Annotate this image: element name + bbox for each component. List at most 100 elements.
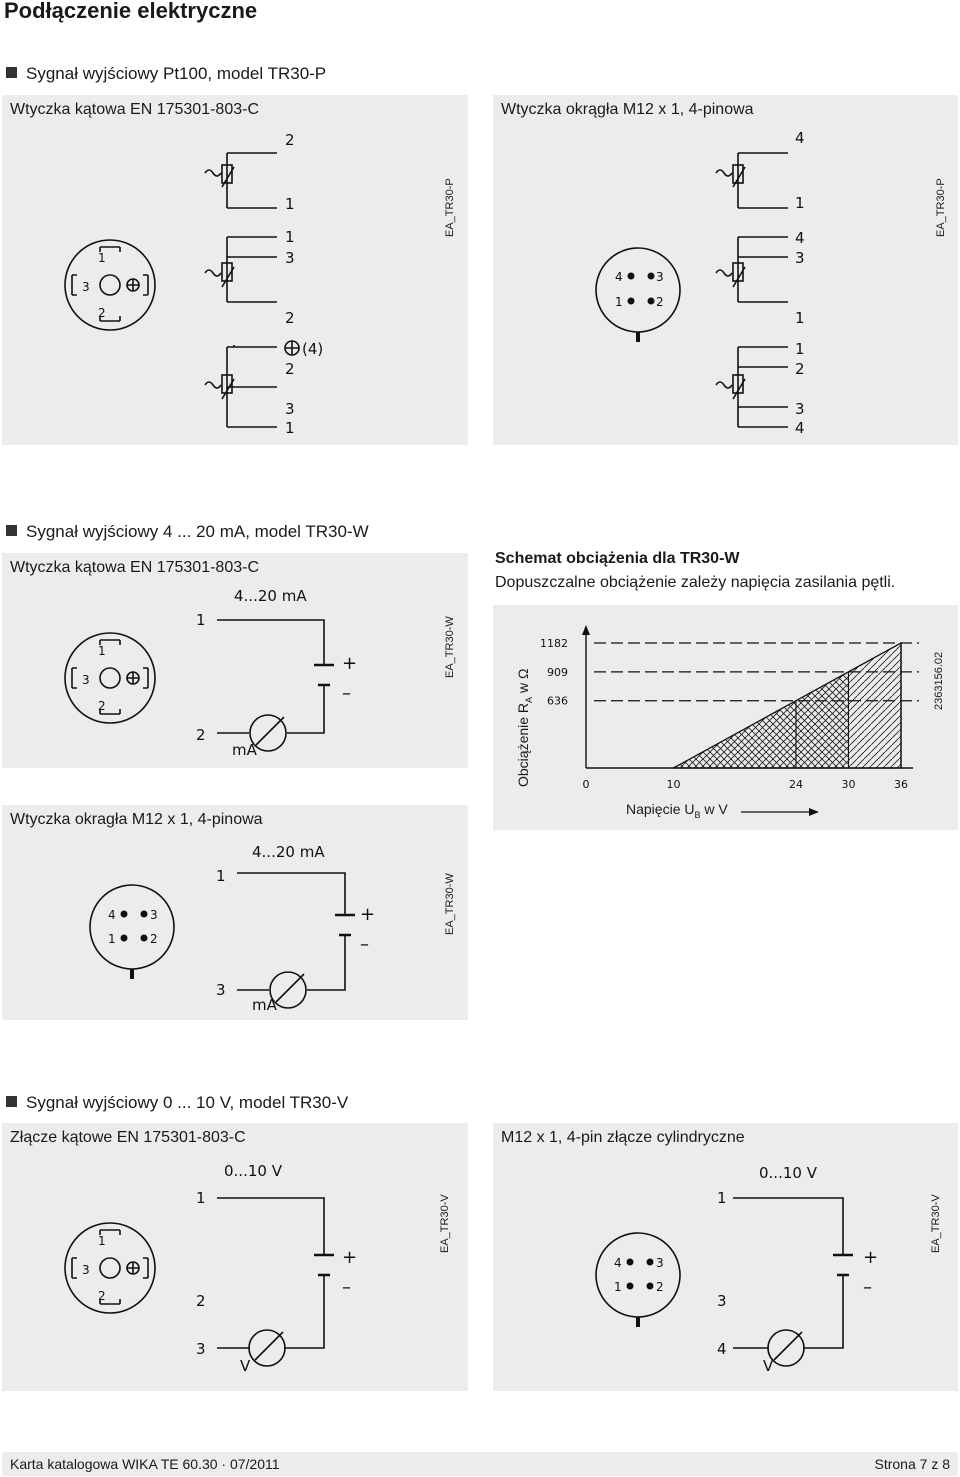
pin-label: 3 bbox=[795, 400, 805, 418]
pin-label: 2 bbox=[285, 360, 295, 378]
connector-pin-label: 1 bbox=[108, 932, 116, 946]
pin-label: 3 bbox=[285, 400, 295, 418]
footer-doc-id: Karta katalogowa WIKA TE 60.30 · 07/2011 bbox=[10, 1456, 280, 1472]
x-axis-label-arrow bbox=[809, 808, 819, 816]
connector-pin-label: 1 bbox=[98, 1234, 106, 1248]
drawing-code: EA_TR30-W bbox=[444, 873, 456, 935]
connector-pin-label: 1 bbox=[615, 295, 623, 309]
meter-label: mA bbox=[252, 996, 278, 1014]
connector-pin-label: 3 bbox=[82, 673, 90, 687]
range-label: 4...20 mA bbox=[252, 843, 325, 861]
y-tick-label: 636 bbox=[547, 695, 568, 708]
wiring-diagram-4-20ma-m12: 4 3 1 2 4...20 mA 1 3 mA + – bbox=[89, 843, 375, 1014]
pin-label: 2 bbox=[285, 131, 295, 149]
plus-label: + bbox=[360, 904, 375, 925]
panel-m12-pt100: Wtyczka okrągła M12 x 1, 4-pinowa 4 bbox=[493, 95, 958, 445]
connector-pin-label: 4 bbox=[108, 908, 116, 922]
panel-angle-plug-0-10v: Złącze kątowe EN 175301-803-C 1 2 3 0...… bbox=[2, 1123, 468, 1391]
panel-title: Wtyczka kątowa EN 175301-803-C bbox=[10, 559, 259, 576]
drawing-code: EA_TR30-P bbox=[935, 178, 947, 237]
connector-pin-label: 2 bbox=[150, 932, 158, 946]
y-axis-label: Obciążenie RA w Ω bbox=[515, 668, 534, 787]
pin-label: 1 bbox=[285, 228, 295, 246]
range-label: 4...20 mA bbox=[234, 587, 307, 605]
minus-label: – bbox=[360, 934, 369, 955]
connector-pin-label: 2 bbox=[98, 699, 106, 713]
x-axis-label: Napięcie UB w V bbox=[626, 801, 728, 820]
section-heading-4-20ma: Sygnał wyjściowy 4 ... 20 mA, model TR30… bbox=[6, 522, 369, 542]
connector-pin-label: 4 bbox=[614, 1256, 622, 1270]
connector-pin-label: 2 bbox=[656, 1280, 664, 1294]
drawing-code: EA_TR30-V bbox=[439, 1194, 451, 1253]
pin-label: (4) bbox=[302, 340, 323, 358]
pin-label: 3 bbox=[196, 1340, 206, 1358]
plus-label: + bbox=[342, 1247, 357, 1268]
pin-label: 1 bbox=[196, 1189, 206, 1207]
pin-label: 1 bbox=[795, 309, 805, 327]
pin-label: 1 bbox=[285, 195, 295, 213]
y-tick-label: 909 bbox=[547, 666, 568, 679]
footer-page-number: Strona 7 z 8 bbox=[874, 1456, 951, 1472]
connector-pin-label: 3 bbox=[150, 908, 158, 922]
panel-angle-plug-pt100: Wtyczka kątowa EN 175301-803-C bbox=[2, 95, 468, 445]
panel-m12-4-20ma: Wtyczka okragła M12 x 1, 4-pinowa 4 3 1 … bbox=[2, 805, 468, 1020]
connector-pin-label: 2 bbox=[98, 306, 106, 320]
meter-label: mA bbox=[232, 741, 258, 759]
pin-label: 2 bbox=[285, 309, 295, 327]
connector-pin-label: 3 bbox=[82, 1263, 90, 1277]
chart-title: Schemat obciążenia dla TR30-W bbox=[495, 550, 740, 567]
minus-label: – bbox=[863, 1277, 872, 1298]
pin-label: 4 bbox=[795, 419, 805, 437]
connector-pin-label: 3 bbox=[656, 270, 664, 284]
pin-label: 3 bbox=[216, 981, 226, 999]
range-label: 0...10 V bbox=[759, 1164, 818, 1182]
pin-label: 1 bbox=[216, 867, 226, 885]
y-axis-arrow bbox=[582, 625, 590, 635]
x-tick-label: 24 bbox=[789, 778, 803, 791]
pin-label: 4 bbox=[795, 129, 805, 147]
pin-label: 1 bbox=[717, 1189, 727, 1207]
connector-pin-label: 4 bbox=[615, 270, 623, 284]
wiring-diagram-pt100-angle: 1 2 3 2 1 1 3 2 (4) 2 3 1 bbox=[64, 131, 323, 437]
drawing-code: EA_TR30-V bbox=[930, 1194, 942, 1253]
connector-pin-label: 1 bbox=[98, 251, 106, 265]
panel-m12-0-10v: M12 x 1, 4-pin złącze cylindryczne 4 3 1… bbox=[493, 1123, 958, 1391]
pin-label: 3 bbox=[795, 249, 805, 267]
pin-label: 1 bbox=[795, 340, 805, 358]
connector-pin-label: 3 bbox=[656, 1256, 664, 1270]
drawing-code: EA_TR30-W bbox=[444, 616, 456, 678]
connector-pin-label: 1 bbox=[614, 1280, 622, 1294]
pin-label: 2 bbox=[196, 1292, 206, 1310]
panel-angle-plug-4-20ma: Wtyczka kątowa EN 175301-803-C 1 2 3 4..… bbox=[2, 553, 468, 768]
page-title: Podłączenie elektryczne bbox=[4, 0, 258, 23]
panel-title: M12 x 1, 4-pin złącze cylindryczne bbox=[501, 1129, 745, 1146]
page-footer: Karta katalogowa WIKA TE 60.30 · 07/2011… bbox=[2, 1452, 958, 1476]
chart-subtitle: Dopuszczalne obciążenie zależy napięcia … bbox=[495, 574, 896, 591]
connector-pin-label: 1 bbox=[98, 644, 106, 658]
range-label: 0...10 V bbox=[224, 1162, 283, 1180]
pin-label: 1 bbox=[196, 611, 206, 629]
pin-label: 4 bbox=[717, 1340, 727, 1358]
pin-label: 1 bbox=[285, 419, 295, 437]
wiring-diagram-0-10v-angle: 1 2 3 0...10 V 1 2 3 V + – bbox=[64, 1162, 357, 1375]
pin-label: 2 bbox=[795, 360, 805, 378]
y-tick-label: 1182 bbox=[540, 637, 568, 650]
panel-title: Wtyczka kątowa EN 175301-803-C bbox=[10, 101, 259, 118]
x-tick-label: 0 bbox=[583, 778, 590, 791]
minus-label: – bbox=[342, 683, 351, 704]
minus-label: – bbox=[342, 1277, 351, 1298]
section-heading-0-10v: Sygnał wyjściowy 0 ... 10 V, model TR30-… bbox=[6, 1093, 348, 1113]
meter-label: V bbox=[763, 1357, 774, 1375]
pin-label: 3 bbox=[285, 249, 295, 267]
pin-label: 1 bbox=[795, 194, 805, 212]
pin-label: 2 bbox=[196, 726, 206, 744]
wiring-diagram-0-10v-m12: 4 3 1 2 0...10 V 1 3 4 V + – bbox=[595, 1164, 878, 1375]
wiring-diagram-pt100-m12: 4 3 1 2 4 1 4 3 1 1 2 3 4 bbox=[595, 129, 805, 437]
panel-title: Wtyczka okrągła M12 x 1, 4-pinowa bbox=[501, 101, 754, 118]
section-heading-pt100: Sygnał wyjściowy Pt100, model TR30-P bbox=[6, 64, 326, 84]
plus-label: + bbox=[342, 653, 357, 674]
meter-label: V bbox=[240, 1357, 251, 1375]
x-tick-label: 30 bbox=[842, 778, 856, 791]
